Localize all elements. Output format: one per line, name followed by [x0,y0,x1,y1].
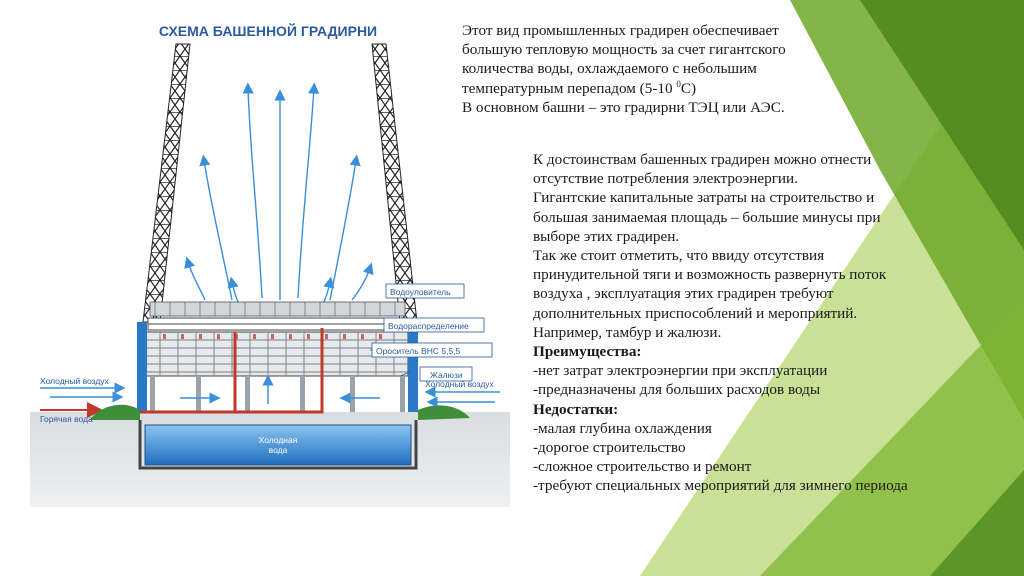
right-outer-column [408,322,418,468]
label-box-distribution [383,317,485,333]
diagram-title: СХЕМА БАШЕННОЙ ГРАДИРНИ [159,22,377,39]
intro-line: большую тепловую мощность за счет гигант… [462,41,786,59]
label-basin-1: Холодная [259,435,298,445]
mound-right [418,405,470,420]
label-drift: Водоуловитель [390,287,451,297]
disadvantage-item: -требуют специальных мероприятий для зим… [533,477,908,495]
label-fill: Ороситель ВНС 5,5,5 [376,346,461,356]
body-line: принудительной тяги и возможность развер… [533,266,887,284]
disadvantages-heading: Недостатки: [533,400,619,418]
intro-line: температурным перепадом (5-10 0С) [462,79,786,98]
body-line: отсутствие потребления электроэнергии. [533,170,798,188]
intro-line: Этот вид промышленных градирен обеспечив… [462,22,779,39]
deco-shape-bottom [760,300,1024,576]
intro-line: количества воды, охлаждаемого с небольши… [462,60,757,78]
label-distribution: Водораспределение [388,321,469,331]
left-outer-column [137,322,147,468]
body-line: большая занимаемая площадь – большие мин… [533,208,881,226]
advantages-heading: Преимущества: [533,343,642,361]
mound-left [90,404,140,420]
intro-superscript: 0 [676,78,681,89]
body-text: К достоинствам башенных градирен можно о… [533,150,908,496]
label-louvers: Жалюзи [430,370,463,380]
deco-shape-dark [860,0,1024,250]
fill-media [145,331,409,377]
label-box-fill [371,342,493,358]
disadvantage-item: -малая глубина охлаждения [533,419,712,437]
deco-shape-sliver [930,470,1024,576]
drift-eliminator [149,301,406,317]
body-line: дополнительных приспособлений и мероприя… [533,304,858,322]
body-line: Например, тамбур и жалюзи. [533,323,722,341]
body-line: Так же стоит отметить, что ввиду отсутст… [533,247,825,265]
intro-line-unit: С) [680,79,697,97]
body-line: воздуха , эксплуатация этих градирен тре… [533,285,834,303]
label-box-drift [385,283,465,299]
label-cold-air-left: Холодный воздух [40,376,110,386]
body-line: Гигантские капитальные затраты на строит… [533,189,875,207]
disadvantage-item: -сложное строительство и ремонт [533,458,752,476]
label-hot-water: Горячая вода [40,414,93,424]
advantage-item: -нет затрат электроэнергии при эксплуата… [533,362,828,380]
advantage-item: -предназначены для больших расходов воды [533,381,821,399]
label-cold-air-right: Холодный воздух [425,379,495,389]
intro-line: В основном башни – это градирни ТЭЦ или … [462,98,785,116]
label-box-louvers [419,366,473,382]
body-line: К достоинствам башенных градирен можно о… [533,151,872,168]
intro-line-text: температурным перепадом (5-10 [462,79,677,97]
disadvantage-item: -дорогое строительство [533,439,686,457]
air-flow-arrows [184,82,374,307]
hot-water-pipes [100,328,324,414]
cooling-tower-diagram: СХЕМА БАШЕННОЙ ГРАДИРНИ [30,22,510,507]
cold-water-basin [144,424,412,466]
label-basin-2: вода [269,445,288,455]
intro-paragraph: Этот вид промышленных градирен обеспечив… [462,21,786,117]
body-line: выборе этих градирен. [533,227,680,245]
